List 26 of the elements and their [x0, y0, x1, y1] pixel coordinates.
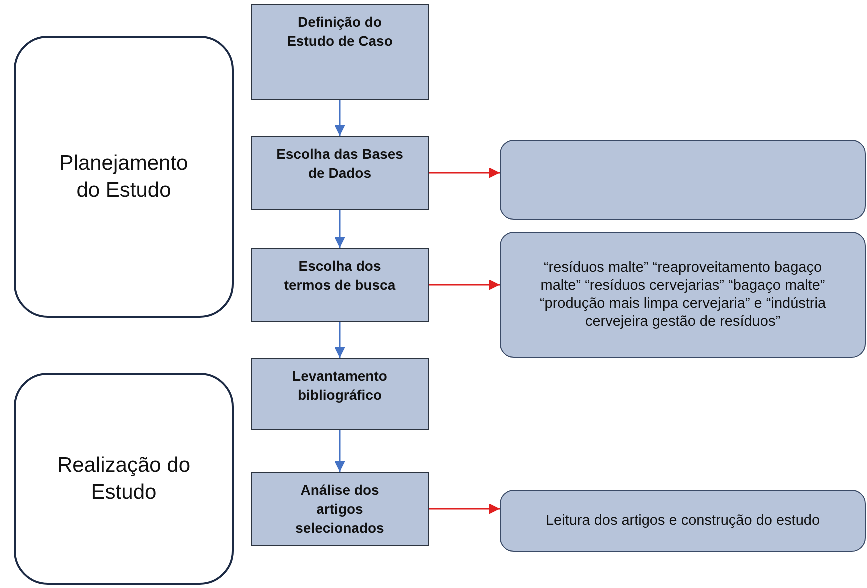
process-box	[251, 248, 429, 322]
box-text: Leitura dos artigos e construção do estudo	[546, 512, 820, 530]
phase-box	[14, 373, 234, 585]
arrow	[334, 322, 346, 358]
box-text: “resíduos malte” “reaproveitamento bagaço malte” “resíduos cervejarias” “bagaço malte” “produção mais limpa cervejaria” e “indústria cervejeira gestão de resíduos”	[538, 258, 828, 332]
box-text: Escolha dos termos de busca	[283, 257, 397, 295]
arrow	[429, 504, 500, 514]
detail-box	[500, 140, 866, 220]
phase-box	[14, 36, 234, 318]
arrow	[334, 100, 346, 136]
process-box	[251, 4, 429, 100]
process-box	[251, 472, 429, 546]
box-text: Planejamento do Estudo	[58, 150, 190, 204]
detail-box	[500, 490, 866, 552]
box-text: Realização do Estudo	[56, 452, 192, 506]
box-text: Definição do Estudo de Caso	[286, 13, 394, 51]
box-text: Escolha das Bases de Dados	[276, 145, 404, 183]
box-text: Análise dos artigos selecionados	[294, 481, 386, 538]
box-text: Levantamento bibliográfico	[292, 367, 388, 405]
detail-box	[500, 232, 866, 358]
arrow	[429, 280, 500, 290]
process-box	[251, 358, 429, 430]
process-box	[251, 136, 429, 210]
arrow	[429, 168, 500, 178]
arrow	[334, 210, 346, 248]
arrow	[334, 430, 346, 472]
